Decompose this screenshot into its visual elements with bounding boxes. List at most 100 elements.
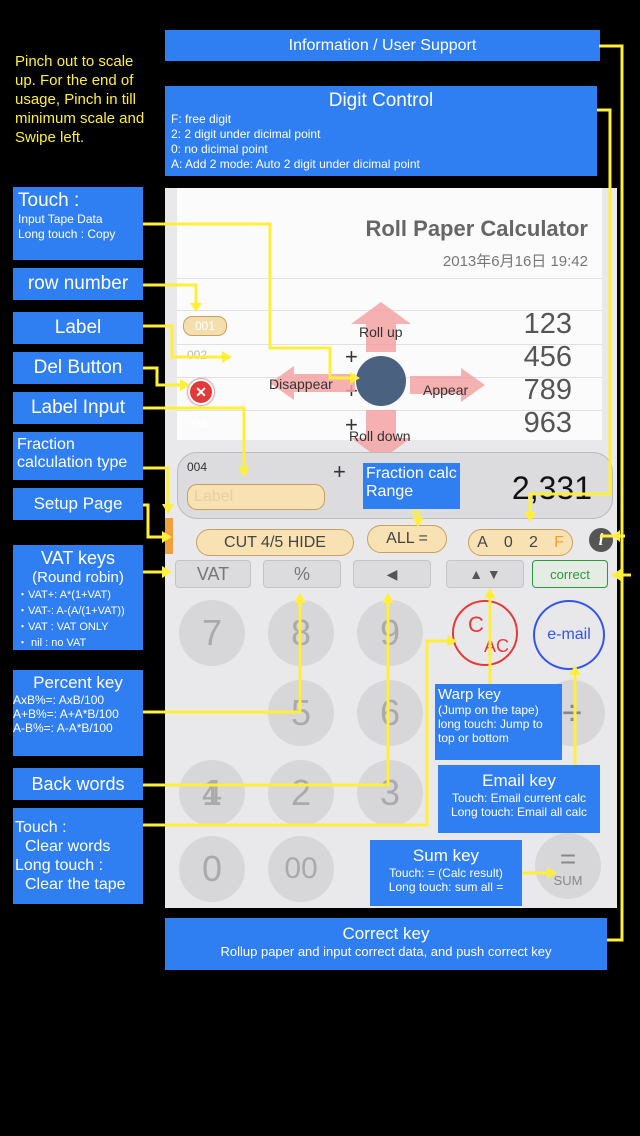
key-6[interactable]: 6 (357, 680, 423, 746)
key-00[interactable]: 00 (268, 836, 334, 902)
digit-control-line: A: Add 2 mode: Auto 2 digit under dicima… (171, 157, 420, 171)
back-words-callout: Back words (13, 768, 143, 800)
warp-button[interactable]: ▲ ▼ (446, 560, 524, 588)
touch-callout-line: Input Tape Data (18, 212, 103, 226)
vat-callout-line: ・ nil : no VAT (17, 637, 87, 649)
appear-label: Appear (423, 382, 469, 398)
digit-mode-a: A (477, 533, 488, 551)
key-0[interactable]: 0 (179, 836, 245, 902)
vat-callout-line: ・VAT+: A*(1+VAT) (17, 589, 111, 601)
tape-row-value[interactable]: 456 (523, 341, 572, 373)
tape-row-value[interactable]: 963 (523, 407, 572, 439)
row-number-badge: 001 (183, 316, 227, 336)
percent-callout-title: Percent key (33, 673, 123, 692)
label-input-callout: Label Input (13, 392, 143, 424)
key-8[interactable]: 8 (268, 600, 334, 666)
key-2[interactable]: 2 (268, 760, 334, 826)
clear-callout-line: Touch : (15, 819, 67, 836)
sum-callout-line: Long touch: sum all = (388, 880, 504, 894)
clear-callout: Touch : Clear words Long touch : Clear t… (13, 808, 143, 904)
digit-control-line: F: free digit (171, 112, 232, 126)
correct-callout-line: Rollup paper and input correct data, and… (220, 944, 552, 959)
correct-key-callout: Correct key Rollup paper and input corre… (165, 918, 607, 970)
warp-callout-line: (Jump on the tape) (438, 703, 539, 717)
row-divider (177, 278, 602, 279)
digit-mode-2: 2 (529, 533, 538, 551)
fraction-type-pill[interactable]: CUT 4/5 HIDE (196, 529, 354, 556)
clear-callout-line: Clear the tape (25, 876, 126, 893)
setup-page-callout: Setup Page (13, 488, 143, 520)
email-callout-line: Long touch: Email all calc (450, 805, 588, 819)
touch-callout: Touch : Input Tape Data Long touch : Cop… (13, 187, 143, 260)
del-button-callout: Del Button (13, 352, 143, 384)
warp-callout-title: Warp key (438, 686, 501, 703)
fraction-type-callout: Fraction calculation type (13, 432, 143, 480)
appear-arrow (410, 368, 485, 402)
sum-key-eq: = (559, 842, 577, 874)
sum-callout-line: Touch: = (Calc result) (389, 866, 503, 880)
warp-key-callout: Warp key (Jump on the tape) long touch: … (435, 684, 562, 760)
clear-key[interactable]: C AC (452, 600, 518, 666)
delete-button[interactable]: ✕ (188, 379, 214, 405)
vat-button[interactable]: VAT (175, 560, 251, 588)
vat-callout-line: ・VAT : VAT ONLY (17, 621, 109, 633)
disappear-label: Disappear (269, 376, 333, 392)
percent-callout-line: A-B%=: A-A*B/100 (13, 721, 113, 735)
roll-up-label: Roll up (359, 324, 403, 340)
warp-callout-line: long touch: Jump to top or bottom (438, 717, 543, 745)
key-5[interactable]: 5 (268, 680, 334, 746)
input-row-number: 004 (187, 460, 208, 474)
key-7[interactable]: 7 (179, 600, 245, 666)
setup-tab[interactable] (165, 518, 173, 554)
sum-key-callout: Sum key Touch: = (Calc result) Long touc… (370, 840, 522, 906)
key-3[interactable]: 3 (357, 760, 423, 826)
sum-callout-title: Sum key (412, 846, 480, 865)
app-title: Roll Paper Calculator (365, 216, 588, 241)
top-note: Pinch out to scale up. For the end of us… (15, 53, 145, 146)
clear-callout-line: Long touch : (15, 857, 104, 874)
digit-control-title: Digit Control (328, 90, 434, 111)
touch-callout-title: Touch : (18, 190, 80, 211)
vat-callout-title: VAT keys (40, 548, 116, 568)
label-input[interactable]: Label (187, 484, 325, 510)
sum-key-label: SUM (553, 872, 583, 888)
correct-button[interactable]: correct (532, 560, 608, 588)
row-number-callout: row number (13, 268, 143, 300)
fraction-range-pill[interactable]: ALL = (367, 525, 447, 553)
info-icon[interactable]: i (589, 528, 613, 552)
tape-row-value[interactable]: 123 (523, 308, 572, 340)
clear-key-c: C (468, 612, 484, 637)
correct-callout-title: Correct key (342, 924, 430, 943)
sum-key[interactable]: = SUM (535, 833, 601, 899)
fraction-range-callout: Fraction calc Range (363, 463, 460, 509)
app-datetime: 2013年6月16日 19:42 (442, 253, 588, 270)
vat-callout-sub: (Round robin) (32, 569, 124, 586)
input-plus-operator: + (333, 459, 346, 484)
email-key[interactable]: e-mail (533, 600, 605, 670)
tape-row-value[interactable]: 789 (523, 374, 572, 406)
total-display: 2,331 (511, 470, 592, 506)
plus-operator: + (345, 412, 358, 437)
email-callout-title: Email key (482, 771, 556, 790)
back-button[interactable]: ◀ (353, 560, 431, 588)
percent-callout-line: AxB%=: AxB/100 (13, 693, 105, 707)
percent-button[interactable]: % (263, 560, 341, 588)
digit-control-pill[interactable]: A 0 2 F (468, 529, 573, 556)
digit-control-line: 0: no dicimal point (171, 142, 268, 156)
touch-callout-line: Long touch : Copy (18, 227, 116, 241)
gesture-circle[interactable] (356, 356, 406, 406)
roll-down-label: Roll down (349, 428, 411, 444)
clear-callout-line: Clear words (25, 838, 111, 855)
percent-callout-line: A+B%=: A+A*B/100 (13, 707, 119, 721)
key-9[interactable]: 9 (357, 600, 423, 666)
digit-mode-f: F (554, 533, 564, 551)
email-callout-line: Touch: Email current calc (451, 791, 587, 805)
info-support-bar[interactable]: Information / User Support (165, 30, 600, 61)
label-callout: Label (13, 312, 143, 344)
row-number: 004 (187, 416, 208, 430)
clear-key-ac: AC (484, 636, 510, 656)
vat-callout-line: ・VAT-: A-(A/(1+VAT)) (17, 605, 125, 617)
key-1[interactable]: 1 (201, 772, 223, 813)
percent-key-callout: Percent key AxB%=: AxB/100 A+B%=: A+A*B/… (13, 670, 143, 756)
roll-up-arrow (351, 302, 411, 352)
